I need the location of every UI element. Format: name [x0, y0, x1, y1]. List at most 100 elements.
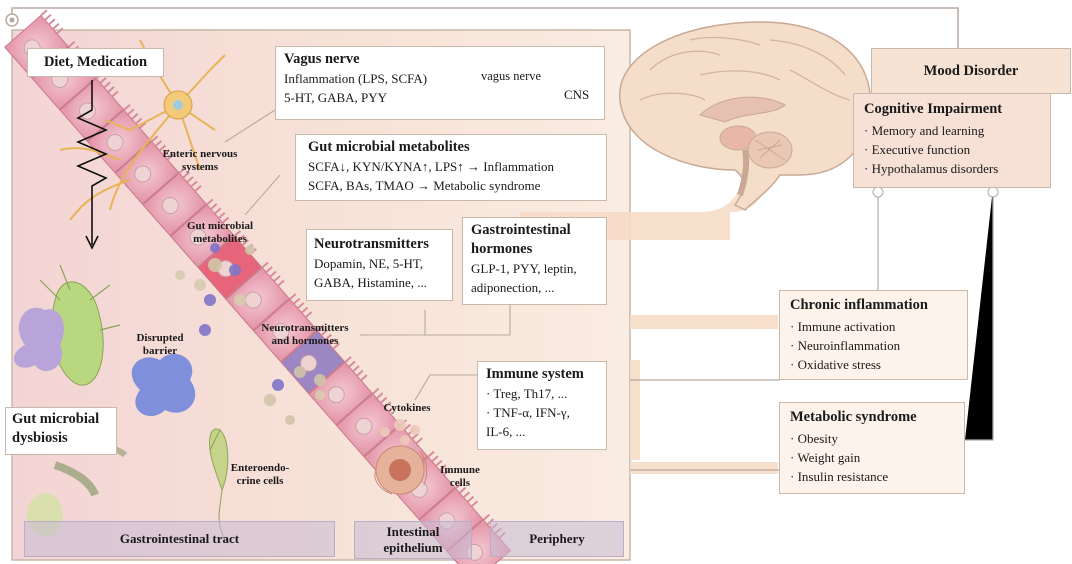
epithelial-cell — [225, 261, 290, 331]
frame-node-dot — [9, 17, 15, 23]
intestinal-epithelium-bar: Intestinal epithelium — [354, 521, 472, 559]
diet-medication-title: Diet, Medication — [43, 54, 148, 70]
hormones-title-1: Gastrointestinal — [471, 222, 571, 238]
diet-arrow — [75, 80, 109, 250]
vagus-nerve-title: Vagus nerve — [284, 51, 360, 67]
connector-line-4 — [965, 188, 994, 441]
metabolic-title: Metabolic syndrome — [790, 409, 917, 425]
gut-metab-label-1: Gut microbial — [186, 220, 254, 232]
hormones-line-1: GLP-1, PYY, leptin, — [471, 261, 577, 276]
molecule-dot — [400, 435, 410, 445]
molecule-dot — [245, 245, 255, 255]
molecule-dot — [272, 379, 284, 391]
cognitive-impairment-box: Cognitive Impairment · Memory and learni… — [853, 93, 1051, 188]
cognitive-title: Cognitive Impairment — [864, 101, 1003, 117]
entero-label-2: crine cells — [236, 475, 284, 487]
mood-disorder-box: Mood Disorder — [871, 48, 1071, 94]
connector-node-2 — [987, 186, 999, 198]
epithelium-text-2: epithelium — [383, 540, 443, 555]
neurotransmitters-line-2: GABA, Histamine, ... — [314, 275, 428, 290]
metabolic-item-3: · Insulin resistance — [790, 469, 889, 484]
metabolic-syndrome-box: Metabolic syndrome · Obesity · Weight ga… — [779, 402, 965, 494]
molecule-dot — [199, 324, 211, 336]
cognitive-item-3: · Hypothalamus disorders — [864, 161, 999, 176]
vagus-line-1: Inflammation (LPS, SCFA) — [284, 71, 428, 86]
chronic-title: Chronic inflammation — [790, 297, 928, 313]
microbes — [14, 264, 229, 541]
molecule-dot — [314, 374, 326, 386]
entero-label-1: Enteroendo- — [230, 462, 290, 474]
molecule-dot — [194, 279, 206, 291]
immune-cell — [374, 445, 428, 495]
neurotransmitters-line-1: Dopamin, NE, 5-HT, — [314, 256, 424, 271]
molecule-dot — [315, 390, 325, 400]
chronic-item-2: · Neuroinflammation — [790, 338, 901, 353]
epithelial-cell — [308, 356, 373, 426]
metabolites-line-2: SCFA, BAs, TMAO → Metabolic syndrome — [308, 178, 541, 193]
vagus-nerve-box: Vagus nerve Inflammation (LPS, SCFA) 5-H… — [275, 46, 605, 120]
enteric-nervous-label: Enteric nervous systems — [150, 148, 250, 174]
molecule-dot — [394, 419, 406, 431]
chronic-item-1: · Immune activation — [790, 319, 896, 334]
diet-medication-box: Diet, Medication — [27, 48, 164, 77]
molecule-dot — [175, 270, 185, 280]
neurotransmitters-title: Neurotransmitters — [314, 236, 429, 252]
epithelial-cell — [335, 387, 401, 457]
enteroendocrine-label: Enteroendo- crine cells — [220, 462, 300, 488]
epithelium-text-1: Intestinal — [386, 524, 440, 539]
neuron-nucleus — [173, 100, 183, 110]
immune-line-1: · Treg, Th17, ... — [486, 386, 568, 401]
chronic-item-3: · Oxidative stress — [790, 357, 881, 372]
cytokines-label: Cytokines — [372, 402, 442, 415]
epithelial-cell — [252, 293, 318, 363]
periphery-text: Periphery — [529, 531, 585, 546]
cognitive-item-1: · Memory and learning — [864, 123, 985, 138]
neurotransmitters-box: Neurotransmitters Dopamin, NE, 5-HT, GAB… — [306, 229, 453, 301]
disrupted-label-1: Disrupted — [136, 332, 184, 344]
metabolic-item-2: · Weight gain — [790, 450, 861, 465]
periphery-bar: Periphery — [490, 521, 624, 557]
molecule-dot — [234, 294, 246, 306]
epithelial-cell — [142, 167, 207, 237]
enteric-label-2: systems — [181, 161, 219, 173]
metabolites-title: Gut microbial metabolites — [308, 139, 470, 155]
immune-system-title: Immune system — [486, 366, 584, 382]
molecule-dot — [229, 264, 241, 276]
immune-cells-label: Immune cells — [430, 464, 490, 490]
mood-disorder-title: Mood Disorder — [923, 63, 1019, 79]
hormones-line-2: adiponection, ... — [471, 280, 555, 295]
molecule-dot — [285, 415, 295, 425]
vagus-line-2: 5-HT, GABA, PYY — [284, 90, 388, 105]
metabolic-item-1: · Obesity — [790, 431, 839, 446]
molecule-dot — [410, 425, 420, 435]
hormones-title-2: hormones — [471, 241, 533, 257]
cytokines-text: Cytokines — [383, 402, 431, 414]
epithelial-cell — [280, 324, 346, 394]
brain-illustration — [619, 21, 872, 211]
vagus-target: CNS — [564, 87, 590, 102]
cognitive-item-2: · Executive function — [864, 142, 971, 157]
vagus-arrow-label: vagus nerve — [481, 69, 542, 83]
immune-system-box: Immune system · Treg, Th17, ... · TNF-α,… — [477, 361, 607, 450]
immune-line-3: IL-6, ... — [486, 424, 526, 439]
dysbiosis-line-2: dysbiosis — [12, 430, 68, 446]
molecule-dot — [294, 366, 306, 378]
callout-lines — [224, 109, 511, 401]
disrupted-barrier-label: Disrupted barrier — [120, 332, 200, 358]
metabolite-dots — [175, 243, 420, 445]
metabolites-line-1: SCFA↓, KYN/KYNA↑, LPS↑ → Inflammation — [308, 159, 555, 174]
dysbiosis-line-1: Gut microbial — [12, 411, 100, 427]
immune-cells-label-1: Immune — [440, 464, 480, 476]
molecule-dot — [264, 394, 276, 406]
neurotransmitters-hormones-label: Neurotransmitters and hormones — [245, 322, 365, 348]
neuro-horm-label-1: Neurotransmitters — [261, 322, 349, 334]
gi-hormones-box: Gastrointestinal hormones GLP-1, PYY, le… — [462, 217, 607, 305]
gut-dysbiosis-box: Gut microbial dysbiosis — [5, 407, 117, 455]
molecule-dot — [208, 258, 222, 272]
chronic-inflammation-box: Chronic inflammation · Immune activation… — [779, 290, 968, 380]
molecule-dot — [380, 427, 390, 437]
gut-metabolites-label: Gut microbial metabolites — [170, 220, 270, 246]
gut-metab-label-2: metabolites — [193, 233, 247, 245]
epithelial-cell — [114, 135, 180, 205]
